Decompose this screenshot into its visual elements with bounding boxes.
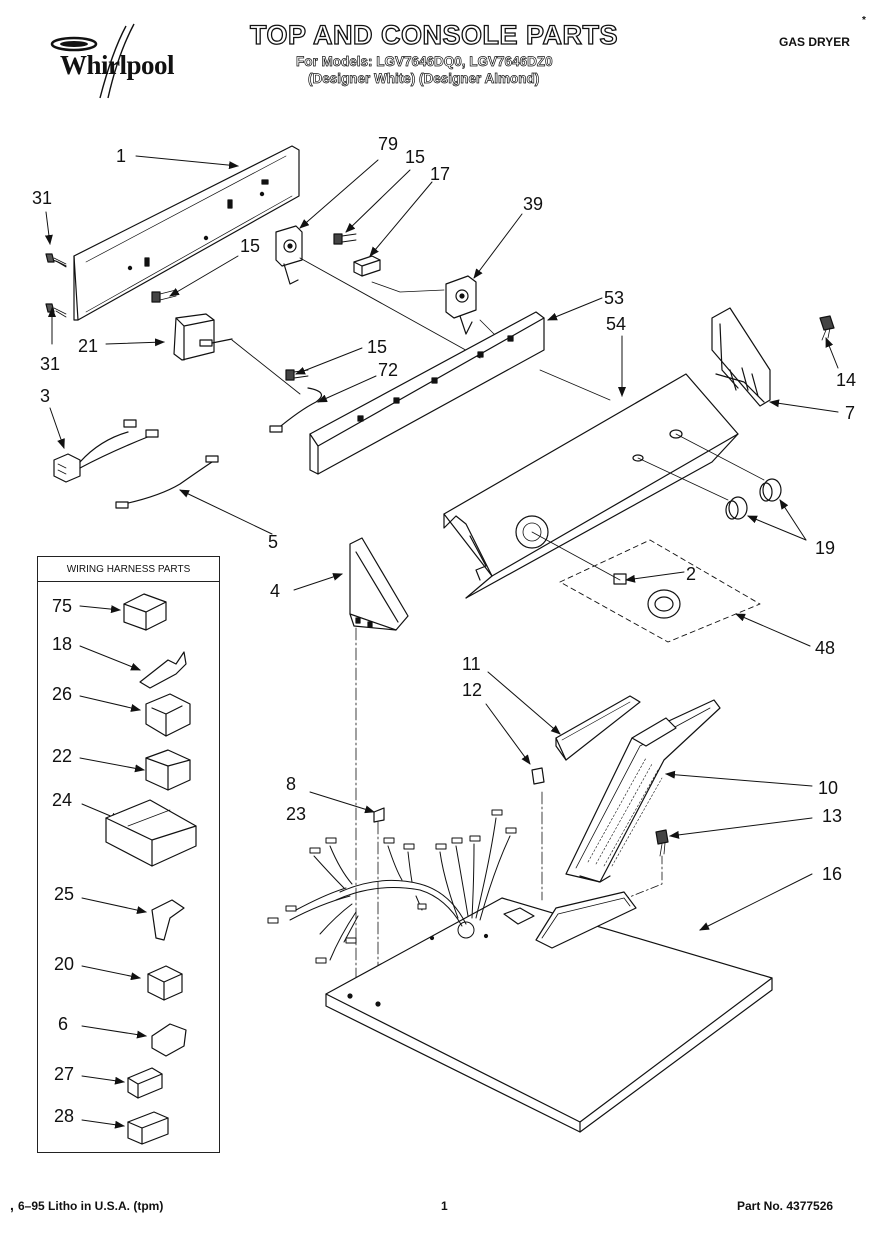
callout-15-c: 15 [367,337,387,357]
part-3-harness [53,419,159,483]
callout-27: 27 [54,1064,74,1084]
callout-21: 21 [78,336,98,356]
part-1-control-panel [73,145,300,321]
footer-page-number: 1 [441,1199,448,1213]
callout-26: 26 [52,684,72,704]
callout-19: 19 [815,538,835,558]
part-54-console [443,373,739,599]
part-12-clip [531,767,545,785]
callout-22: 22 [52,746,72,766]
callout-8: 8 [286,774,296,794]
part-11-cover [555,695,641,761]
part-31-screw-top [45,253,67,268]
wiring-harness-box: WIRING HARNESS PARTS [37,556,220,1153]
brand-wordmark: Whirlpool [60,50,175,80]
part-15-screw-a [151,289,177,303]
harness-part-24 [105,799,197,867]
part-4-end-cap [349,537,409,631]
part-14-screw [819,315,835,341]
callout-2: 2 [686,564,696,584]
callout-54: 54 [606,314,626,334]
callout-11: 11 [462,654,481,674]
callout-12: 12 [462,680,482,700]
part-5-wire [115,455,219,509]
part-15-screw-b [333,233,357,245]
callout-6: 6 [58,1014,68,1034]
callout-4: 4 [270,581,280,601]
harness-part-75 [123,593,167,631]
part-19-knob-b [725,496,748,520]
footer-mark: , [10,1197,14,1213]
harness-part-25 [151,899,185,941]
logo-swoosh-icon [50,23,135,99]
part-15-screw-c [285,369,309,381]
callout-18: 18 [52,634,72,654]
brand-logo: Whirlpool [38,22,198,102]
colors-line: (Designer White) (Designer Almond) [308,71,540,87]
leader-arrows [44,155,839,1129]
callout-7: 7 [845,403,855,423]
callout-16: 16 [822,864,842,884]
callout-24: 24 [52,790,72,810]
callout-20: 20 [54,954,74,974]
callout-13: 13 [822,806,842,826]
part-72-bracket [309,311,545,475]
harness-part-18 [139,651,187,689]
part-19-knob-a [759,478,782,502]
part-39-switch [445,275,477,335]
part-10-lint-housing [565,699,721,883]
models-line: For Models: LGV7646DQ0, LGV7646DZ0 [296,54,553,70]
callout-31-a: 31 [32,188,52,208]
callout-labels: 1 79 15 17 39 31 15 31 21 53 54 14 15 72… [32,134,856,1126]
callout-25: 25 [54,884,74,904]
part-31-screw-bottom [45,303,67,318]
callout-75: 75 [52,596,72,616]
part-23-main-harness [267,809,517,964]
harness-part-28 [127,1111,169,1145]
callout-31-b: 31 [40,354,60,374]
callout-23: 23 [286,804,306,824]
part-16-top-panel [325,891,773,1133]
callout-79: 79 [378,134,398,154]
callout-17: 17 [430,164,450,184]
harness-part-20 [147,965,183,1001]
part-79-switch [275,225,303,285]
part-7-end-cap [711,307,771,407]
callout-53: 53 [604,288,624,308]
part-21-switch [173,313,233,361]
callout-1: 1 [116,146,126,166]
wiring-harness-box-title: WIRING HARNESS PARTS [38,557,219,582]
part-17-connector [353,255,381,277]
harness-part-26 [145,693,191,737]
callout-15-a: 15 [405,147,425,167]
callout-10: 10 [818,778,838,798]
harness-part-27 [127,1067,163,1099]
callout-3: 3 [40,386,50,406]
harness-part-6 [151,1023,187,1057]
part-8-clip [373,807,385,823]
part-48-assembly [559,539,761,643]
page-title: TOP AND CONSOLE PARTS [249,19,619,50]
callout-72: 72 [378,360,398,380]
callout-28: 28 [54,1106,74,1126]
callout-39: 39 [523,194,543,214]
callout-5: 5 [268,532,278,552]
part-2-clip [613,573,627,585]
asterisk-mark: * [862,15,866,26]
harness-part-22 [145,749,191,791]
footer-litho: 6–95 Litho in U.S.A. (tpm) [18,1199,164,1213]
footer-part-number: Part No. 4377526 [737,1199,834,1213]
callout-14: 14 [836,370,856,390]
product-type: GAS DRYER [779,35,850,49]
callout-48: 48 [815,638,835,658]
callout-15-b: 15 [240,236,260,256]
part-13-screw [655,829,669,857]
